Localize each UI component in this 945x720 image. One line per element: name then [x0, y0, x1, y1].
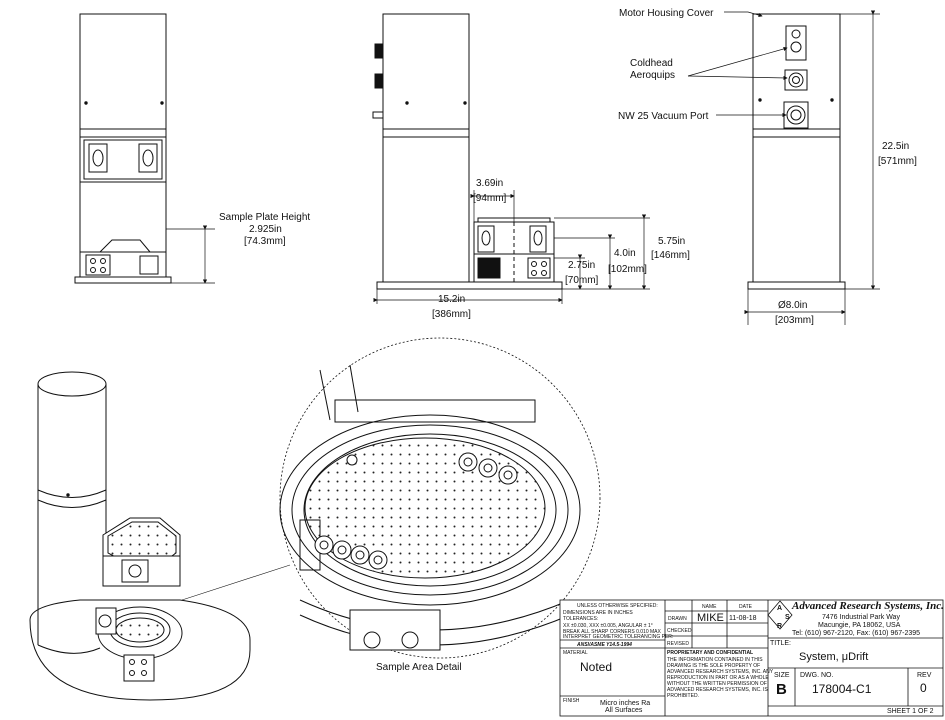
tb-finish-value1: Micro inches Ra: [600, 700, 650, 707]
sample-plate-dim-mm: [74.3mm]: [244, 236, 286, 247]
dim-225-in: 22.5in: [882, 141, 909, 152]
front-view: [74, 13, 215, 284]
tb-proprietary-2: DRAWING IS THE SOLE PROPERTY OF: [667, 663, 760, 669]
tb-proprietary-6: ADVANCED RESEARCH SYSTEMS, INC. IS: [667, 687, 768, 693]
tb-material-value: Noted: [580, 660, 612, 674]
tb-material-label: MATERIAL: [563, 650, 588, 656]
tb-finish-label: FINISH: [563, 698, 580, 704]
dim-152-in: 15.2in: [438, 294, 465, 305]
tb-tolerance-line1: XX ±0.030, XXX ±0.005, ANGULAR ± 1°: [563, 623, 653, 629]
tb-title-value: System, μDrift: [799, 651, 868, 663]
tb-name-header: NAME: [702, 604, 717, 610]
tb-size-value: B: [776, 681, 787, 698]
side-view: [372, 13, 650, 304]
company-logo-r: R: [777, 623, 782, 630]
tb-title-label: TITLE:: [770, 640, 791, 647]
tb-company-name: Advanced Research Systems, Inc.: [791, 600, 944, 612]
tb-proprietary-4: REPRODUCTION IN PART OR AS A WHOLE: [667, 675, 769, 681]
dim-40-mm: [102mm]: [608, 264, 647, 275]
dim-575-in: 5.75in: [658, 236, 685, 247]
tb-tolerance-line2: BREAK ALL SHARP CORNERS 0.010 MAX: [563, 629, 661, 635]
tb-drawn-name: MIKE: [697, 612, 724, 624]
coldhead-label-line1: Coldhead: [630, 58, 673, 69]
dim-152-mm: [386mm]: [432, 309, 471, 320]
sample-plate-height-label: Sample Plate Height: [219, 212, 310, 223]
tb-tolerances: TOLERANCES:: [563, 616, 598, 622]
tb-drawn-label: DRAWN: [668, 616, 687, 622]
dim-275-in: 2.75in: [568, 260, 595, 271]
dim-40-in: 4.0in: [614, 248, 636, 259]
tb-proprietary-7: PROHIBITED.: [667, 693, 699, 699]
coldhead-label-line2: Aeroquips: [630, 70, 675, 81]
motor-housing-cover-label: Motor Housing Cover: [619, 8, 714, 19]
dim-225-mm: [571mm]: [878, 156, 917, 167]
tb-phone: Tel: (610) 967-2120, Fax: (610) 967-2395: [792, 630, 920, 637]
tb-revised-label: REVISED: [667, 641, 689, 647]
tb-proprietary-1: THE INFORMATION CONTAINED IN THIS: [667, 657, 763, 663]
tb-sheet: SHEET 1 OF 2: [887, 708, 934, 715]
dim-80-mm: [203mm]: [775, 315, 814, 326]
dim-575-mm: [146mm]: [651, 250, 690, 261]
tb-proprietary-5: WITHOUT THE WRITTEN PERMISSION OF: [667, 681, 767, 687]
dim-80-in: Ø8.0in: [778, 300, 807, 311]
tb-finish-value2: All Surfaces: [605, 707, 643, 714]
tb-dims-inches: DIMENSIONS ARE IN INCHES: [563, 610, 633, 616]
nw25-vacuum-port-label: NW 25 Vacuum Port: [618, 111, 709, 122]
tb-date-header: DATE: [739, 604, 753, 610]
tb-proprietary-3: ADVANCED RESEARCH SYSTEMS, INC. ANY: [667, 669, 774, 675]
tb-gdt-line2: ANSI/ASME Y14.5-1994: [576, 642, 632, 648]
tb-gdt-line1: INTERPRET GEOMETRIC TOLERANCING PER:: [563, 634, 673, 640]
company-logo-a: A: [777, 605, 782, 612]
dim-275-mm: [70mm]: [565, 275, 599, 286]
sample-area-detail: [279, 337, 601, 659]
dim-369-in: 3.69in: [476, 178, 503, 189]
tb-rev-label: REV: [917, 672, 932, 679]
tb-unless-specified: UNLESS OTHERWISE SPECIFIED:: [577, 603, 658, 609]
tb-dwg-no-value: 178004-C1: [812, 682, 872, 696]
dim-369-mm: [94mm]: [473, 193, 507, 204]
sample-plate-dim-in: 2.925in: [249, 224, 282, 235]
tb-dwg-no-label: DWG. NO.: [800, 672, 833, 679]
tb-drawn-date: 11-08-18: [729, 615, 757, 622]
company-logo-s: S: [785, 614, 790, 621]
tb-size-label: SIZE: [774, 672, 790, 679]
title-block: [559, 599, 944, 717]
rear-view: [687, 10, 880, 325]
tb-address-1: 7476 Industrial Park Way: [822, 614, 900, 621]
tb-proprietary-title: PROPRIETARY AND CONFIDENTIAL: [667, 650, 753, 656]
tb-address-2: Macungie, PA 18062, USA: [818, 622, 901, 629]
sample-area-detail-label: Sample Area Detail: [376, 662, 462, 673]
tb-checked-label: CHECKED: [667, 628, 692, 634]
isometric-view: [29, 371, 291, 701]
tb-rev-value: 0: [920, 681, 927, 695]
